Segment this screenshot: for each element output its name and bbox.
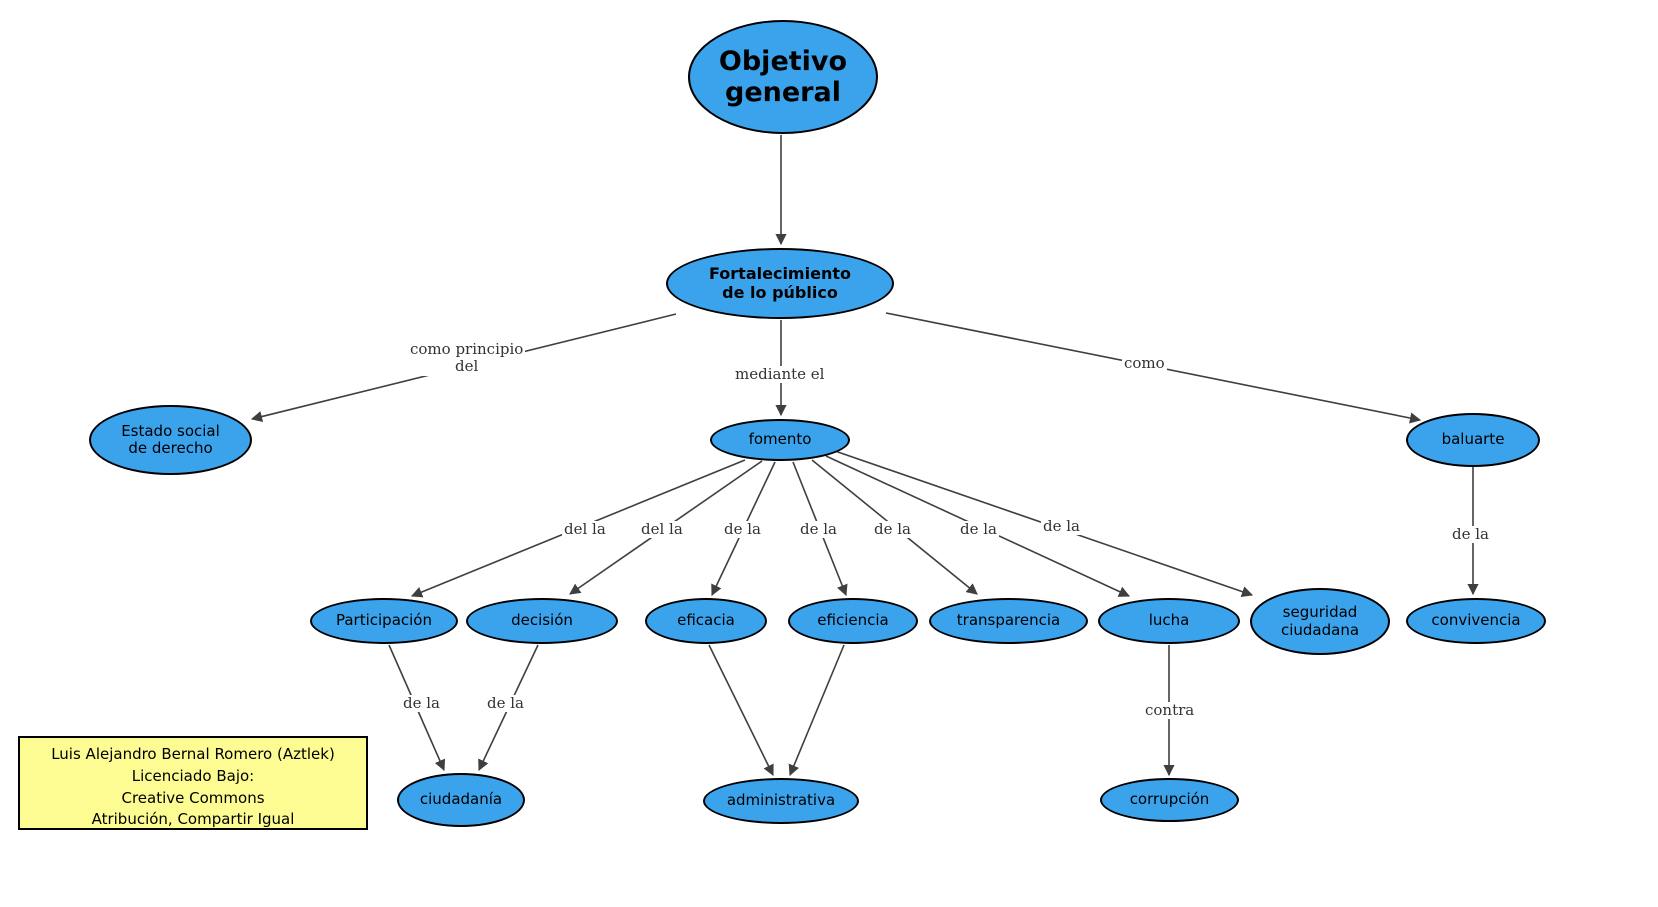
edge-label-fomento-to-eficiencia: de la xyxy=(798,520,839,539)
edge-label-fomento-to-transparencia: de la xyxy=(872,520,913,539)
node-transparencia[interactable]: transparencia xyxy=(929,598,1088,644)
edge-label-fortalecimiento-to-fomento: mediante el xyxy=(733,365,827,384)
node-participacion[interactable]: Participación xyxy=(310,598,458,644)
node-estado[interactable]: Estado social de derecho xyxy=(89,405,252,475)
edge-eficacia-to-administrativa xyxy=(708,644,774,777)
node-baluarte[interactable]: baluarte xyxy=(1406,413,1540,467)
node-objetivo[interactable]: Objetivo general xyxy=(688,20,878,134)
edge-label-fortalecimiento-to-estado: como principio del xyxy=(408,340,526,376)
node-ciudadania[interactable]: ciudadanía xyxy=(397,773,525,827)
edge-label-participacion-to-ciudadania: de la xyxy=(401,694,442,713)
node-lucha[interactable]: lucha xyxy=(1098,598,1240,644)
node-decision[interactable]: decisión xyxy=(466,598,618,644)
edge-label-lucha-to-corrupcion: contra xyxy=(1143,701,1197,720)
node-seguridad[interactable]: seguridad ciudadana xyxy=(1250,588,1390,655)
edge-label-baluarte-to-convivencia: de la xyxy=(1450,525,1491,544)
edge-eficiencia-to-administrativa xyxy=(788,644,845,777)
edge-label-fomento-to-seguridad: de la xyxy=(1041,517,1082,536)
node-fortalecimiento[interactable]: Fortalecimiento de lo público xyxy=(666,248,894,319)
node-administrativa[interactable]: administrativa xyxy=(703,778,859,824)
node-corrupcion[interactable]: corrupción xyxy=(1100,778,1239,822)
edge-label-fomento-to-eficacia: de la xyxy=(722,520,763,539)
edge-label-decision-to-ciudadania: de la xyxy=(485,694,526,713)
edge-label-fomento-to-decision: del la xyxy=(639,520,685,539)
node-fomento[interactable]: fomento xyxy=(710,419,850,461)
edge-label-fortalecimiento-to-baluarte: como xyxy=(1122,354,1167,373)
node-eficiencia[interactable]: eficiencia xyxy=(788,598,918,644)
node-eficacia[interactable]: eficacia xyxy=(645,598,767,644)
edge-label-fomento-to-participacion: del la xyxy=(562,520,608,539)
edge-label-fomento-to-lucha: de la xyxy=(958,520,999,539)
license-box: Luis Alejandro Bernal Romero (Aztlek) Li… xyxy=(18,736,368,830)
node-convivencia[interactable]: convivencia xyxy=(1406,598,1546,644)
